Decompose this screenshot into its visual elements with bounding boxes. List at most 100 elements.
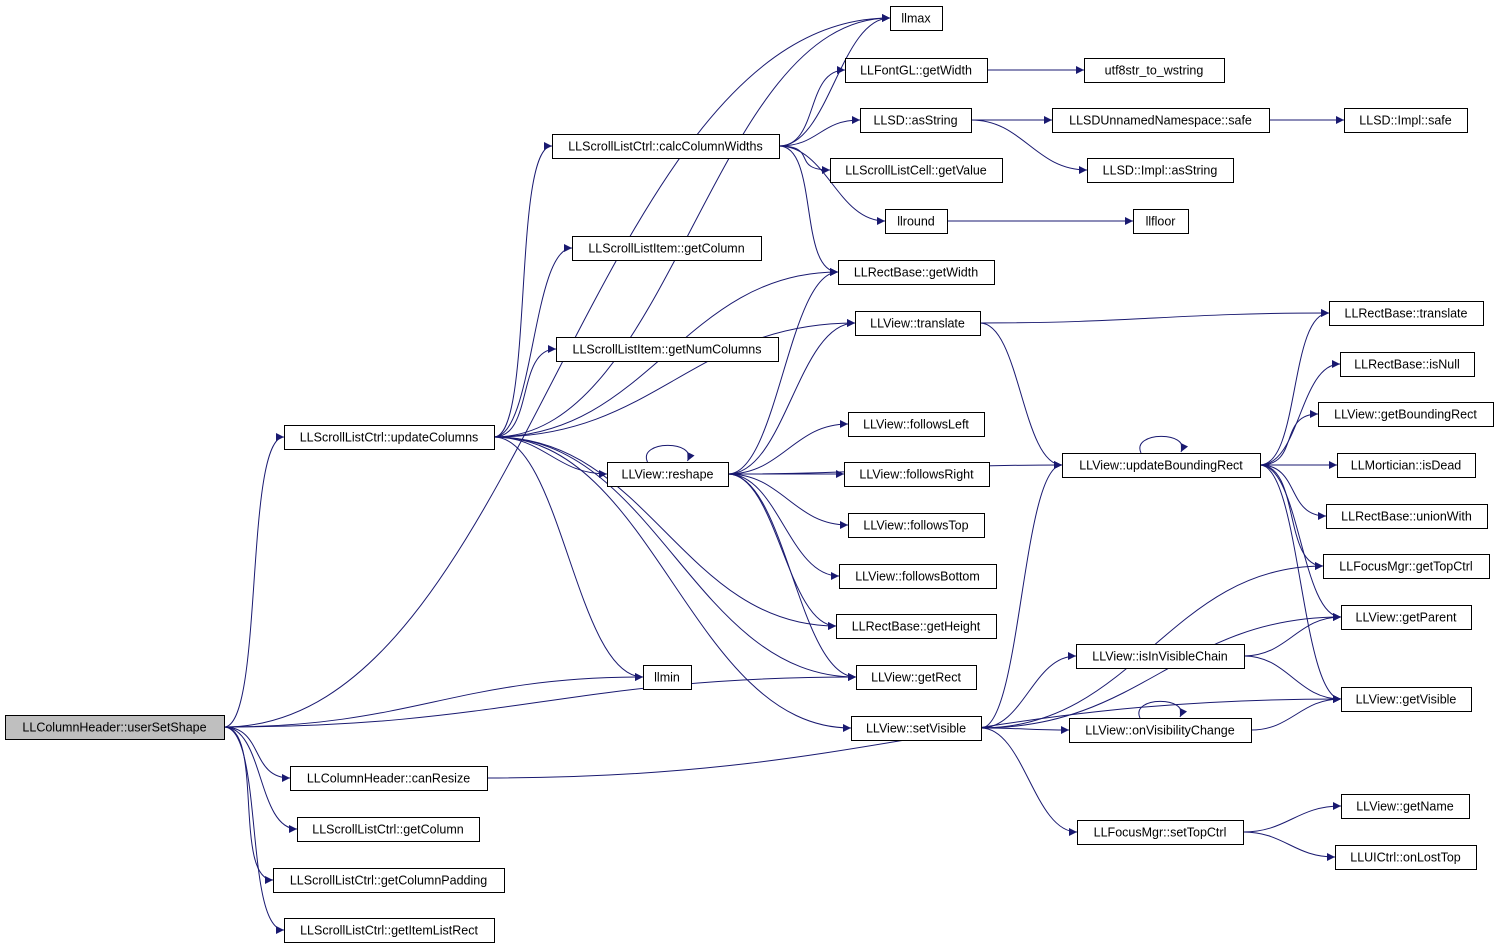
node-rectIsNull[interactable]: LLRectBase::isNull bbox=[1340, 352, 1475, 377]
node-unionWith[interactable]: LLRectBase::unionWith bbox=[1326, 504, 1488, 529]
node-box bbox=[643, 665, 692, 690]
node-setTopCtrl[interactable]: LLFocusMgr::setTopCtrl bbox=[1077, 820, 1244, 845]
node-getItemListRect[interactable]: LLScrollListCtrl::getItemListRect bbox=[284, 918, 495, 943]
node-fontGetWidth[interactable]: LLFontGL::getWidth bbox=[845, 58, 988, 83]
edge-setVisible-to-isInVisibleChain bbox=[980, 652, 1077, 729]
node-label: LLMortician::isDead bbox=[1351, 459, 1462, 473]
node-rectGetWidth[interactable]: LLRectBase::getWidth bbox=[838, 260, 995, 285]
node-label: LLRectBase::isNull bbox=[1354, 358, 1460, 372]
node-box bbox=[839, 564, 997, 589]
node-llfloor[interactable]: llfloor bbox=[1133, 209, 1189, 234]
node-rectTranslate[interactable]: LLRectBase::translate bbox=[1329, 301, 1484, 326]
node-followsBottom[interactable]: LLView::followsBottom bbox=[839, 564, 997, 589]
edge-reshape-to-viewTranslate bbox=[727, 319, 856, 475]
node-label: LLView::reshape bbox=[622, 468, 714, 482]
node-onLostTop[interactable]: LLUICtrl::onLostTop bbox=[1335, 845, 1477, 870]
node-sdAsString[interactable]: LLSD::asString bbox=[860, 108, 972, 133]
node-box bbox=[1318, 402, 1494, 427]
node-implSafe[interactable]: LLSD::Impl::safe bbox=[1344, 108, 1468, 133]
node-label: LLView::getParent bbox=[1356, 611, 1458, 625]
node-label: llround bbox=[897, 215, 935, 229]
node-implAsString[interactable]: LLSD::Impl::asString bbox=[1087, 158, 1234, 183]
node-box bbox=[1062, 453, 1261, 478]
node-box bbox=[1341, 687, 1472, 712]
edge-viewTranslate-to-rectTranslate bbox=[979, 309, 1330, 324]
node-calcColumnWidths[interactable]: LLScrollListCtrl::calcColumnWidths bbox=[552, 134, 780, 159]
node-unnamedSafe[interactable]: LLSDUnnamedNamespace::safe bbox=[1052, 108, 1270, 133]
node-llmin[interactable]: llmin bbox=[643, 665, 692, 690]
edge-isInVisibleChain-to-getParent bbox=[1243, 613, 1342, 657]
node-rectGetHeight[interactable]: LLRectBase::getHeight bbox=[836, 614, 997, 639]
edge-updateBoundingRect-to-unionWith bbox=[1259, 464, 1327, 520]
node-canResize[interactable]: LLColumnHeader::canResize bbox=[290, 766, 488, 791]
node-box bbox=[856, 665, 977, 690]
node-llround[interactable]: llround bbox=[885, 209, 948, 234]
node-label: LLRectBase::unionWith bbox=[1341, 510, 1472, 524]
node-label: LLScrollListCtrl::updateColumns bbox=[300, 431, 479, 445]
node-cellGetValue[interactable]: LLScrollListCell::getValue bbox=[830, 158, 1003, 183]
node-followsTop[interactable]: LLView::followsTop bbox=[848, 513, 985, 538]
node-isDead[interactable]: LLMortician::isDead bbox=[1337, 453, 1476, 478]
edge-updateBoundingRect-to-getTopCtrl bbox=[1259, 464, 1324, 570]
node-box bbox=[851, 716, 982, 741]
node-box bbox=[860, 108, 972, 133]
node-updateColumns[interactable]: LLScrollListCtrl::updateColumns bbox=[284, 425, 495, 450]
edge-updateColumns-to-rectGetHeight bbox=[493, 436, 837, 630]
edge-updateColumns-to-setVisible bbox=[493, 436, 852, 732]
edge-reshape-to-followsLeft bbox=[727, 420, 849, 475]
node-box bbox=[836, 614, 997, 639]
node-box bbox=[284, 918, 495, 943]
node-itemGetNumColumns[interactable]: LLScrollListItem::getNumColumns bbox=[556, 337, 779, 362]
node-getColumnCtrl[interactable]: LLScrollListCtrl::getColumn bbox=[297, 817, 480, 842]
node-updateBoundingRect[interactable]: LLView::updateBoundingRect bbox=[1062, 453, 1261, 478]
node-label: LLColumnHeader::canResize bbox=[307, 772, 470, 786]
edge-onVisibilityChange-to-onVisibilityChange bbox=[1138, 700, 1188, 719]
node-label: LLView::setVisible bbox=[866, 722, 966, 736]
node-isInVisibleChain[interactable]: LLView::isInVisibleChain bbox=[1076, 644, 1245, 669]
node-box bbox=[1084, 58, 1225, 83]
node-itemGetColumn[interactable]: LLScrollListItem::getColumn bbox=[572, 236, 762, 261]
edge-setVisible-to-getParent bbox=[980, 613, 1342, 729]
node-label: LLView::getRect bbox=[871, 671, 961, 685]
node-box bbox=[848, 513, 985, 538]
node-label: LLFontGL::getWidth bbox=[860, 64, 972, 78]
node-box bbox=[1344, 108, 1468, 133]
node-getColumnPadding[interactable]: LLScrollListCtrl::getColumnPadding bbox=[273, 868, 505, 893]
node-label: llfloor bbox=[1146, 215, 1176, 229]
node-label: LLScrollListCtrl::getColumn bbox=[312, 823, 463, 837]
node-getParent[interactable]: LLView::getParent bbox=[1341, 605, 1472, 630]
node-reshape[interactable]: LLView::reshape bbox=[607, 462, 729, 487]
node-label: LLFocusMgr::setTopCtrl bbox=[1094, 826, 1227, 840]
edge-sdAsString-to-implAsString bbox=[970, 119, 1088, 174]
edge-updateColumns-to-itemGetColumn bbox=[493, 244, 573, 438]
edge-userSetShape-to-canResize bbox=[223, 726, 291, 782]
node-userSetShape[interactable]: LLColumnHeader::userSetShape bbox=[5, 715, 225, 740]
node-getTopCtrl[interactable]: LLFocusMgr::getTopCtrl bbox=[1323, 554, 1490, 579]
node-onVisibilityChange[interactable]: LLView::onVisibilityChange bbox=[1069, 718, 1252, 743]
node-label: LLView::followsTop bbox=[863, 519, 968, 533]
node-followsLeft[interactable]: LLView::followsLeft bbox=[848, 412, 985, 437]
node-llmax[interactable]: llmax bbox=[890, 6, 943, 31]
edge-updateBoundingRect-to-getParent bbox=[1259, 464, 1342, 621]
node-box bbox=[848, 412, 985, 437]
node-label: LLView::translate bbox=[870, 317, 965, 331]
node-box bbox=[890, 6, 943, 31]
edge-layer bbox=[223, 14, 1344, 934]
edge-userSetShape-to-getColumnCtrl bbox=[223, 726, 298, 833]
node-box bbox=[1337, 453, 1476, 478]
node-viewTranslate[interactable]: LLView::translate bbox=[855, 311, 981, 336]
node-getVisible[interactable]: LLView::getVisible bbox=[1341, 687, 1472, 712]
node-getName[interactable]: LLView::getName bbox=[1341, 794, 1470, 819]
edge-updateColumns-to-llmin bbox=[493, 436, 644, 681]
edge-calcColumnWidths-to-llmax bbox=[778, 14, 891, 147]
node-utf8str[interactable]: utf8str_to_wstring bbox=[1084, 58, 1225, 83]
edge-updateColumns-to-getRect bbox=[493, 436, 857, 681]
node-followsRight[interactable]: LLView::followsRight bbox=[844, 462, 990, 487]
node-box bbox=[572, 236, 762, 261]
edge-reshape-to-reshape bbox=[645, 444, 695, 463]
node-label: LLView::getBoundingRect bbox=[1334, 408, 1477, 422]
node-getRect[interactable]: LLView::getRect bbox=[856, 665, 977, 690]
node-setVisible[interactable]: LLView::setVisible bbox=[851, 716, 982, 741]
node-getBoundingRect[interactable]: LLView::getBoundingRect bbox=[1318, 402, 1494, 427]
node-box bbox=[556, 337, 779, 362]
